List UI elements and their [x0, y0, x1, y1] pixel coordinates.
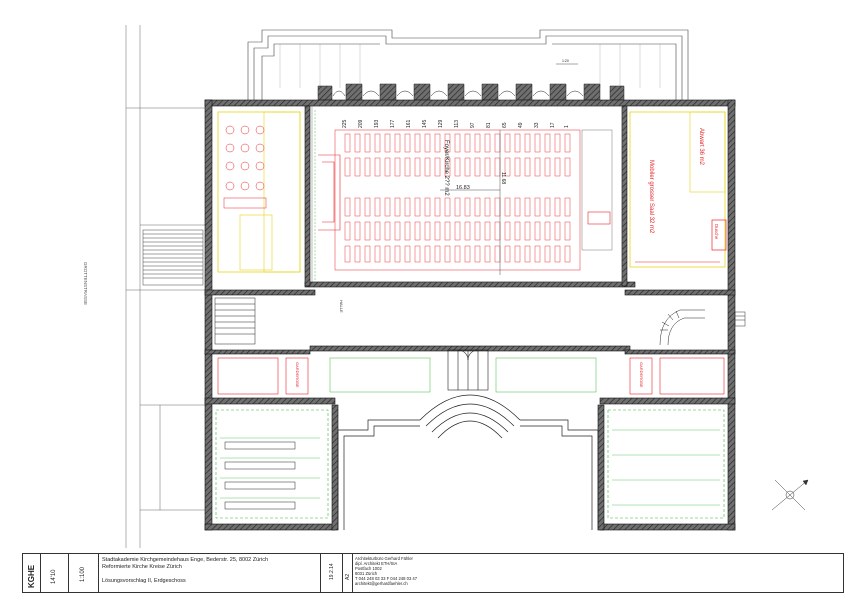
cloak-counters: [329, 357, 597, 393]
cloakrooms: [217, 357, 725, 395]
row-label: 1: [564, 125, 570, 128]
row-label: 209: [358, 119, 364, 128]
row-label: 113: [454, 120, 460, 128]
left-lower-wing: [215, 409, 329, 519]
seat-grid: [344, 133, 571, 263]
dusche-label: Dusche: [714, 224, 719, 240]
left-wing-kitchen: [217, 110, 341, 280]
right-wing-rooms: Abwart 36 m2 Mobiler grosser Saal 32 m2 …: [629, 111, 727, 268]
format-cell: A2: [343, 554, 353, 592]
architect-cell: Architekturbüro Gerhard Fähler dipl. Arc…: [353, 554, 423, 592]
window-arcs: [332, 90, 584, 97]
garderobe-left-label: GARDEROBE: [295, 362, 300, 388]
drawing-title: Lösungsvorschlag II, Erdgeschoss: [102, 578, 186, 584]
left-stair: [142, 229, 204, 286]
terrace-outline: [247, 29, 689, 100]
right-lower-wing: [607, 409, 725, 519]
outer-walls: [204, 99, 736, 531]
foyer-label: Foyer/Kirche 2?? m2: [443, 140, 449, 196]
architect-line: dipl. Architekt ETH/SIA: [355, 561, 398, 566]
architect-line: T 044 248 03 33 F 044 248 03 47: [355, 576, 418, 581]
scale-mark: 1:20: [562, 59, 569, 63]
project-code: KGHE: [27, 564, 36, 588]
date: 19.2.14: [329, 563, 335, 580]
abwart-label: Abwart 36 m2: [698, 128, 704, 166]
garderobe-right-label: GARDEROBE: [639, 362, 644, 388]
interior-stair: [214, 297, 256, 345]
row-label: 161: [406, 119, 412, 128]
title-block: KGHE 14'10 1:100 Stadtakademie Kirchgeme…: [22, 553, 844, 593]
project-line1: Stadtakademie Kirchgemeindehaus Enge, Be…: [102, 557, 269, 563]
courtyard: [337, 394, 599, 530]
street-label: GROTTENSTRASSE: [83, 262, 88, 305]
site-context: [125, 25, 205, 548]
buttresses: [317, 83, 625, 101]
date-cell: 19.2.14: [321, 554, 343, 592]
row-label: 193: [374, 119, 380, 128]
row-label: 145: [422, 119, 428, 128]
row-label: 17: [550, 122, 556, 128]
format: A2: [345, 573, 351, 580]
row-label: 129: [438, 119, 444, 128]
entrance: [447, 349, 489, 391]
row-label: 65: [502, 122, 508, 128]
sheet-cell: 14'10: [41, 554, 69, 592]
project-line2: Reformierte Kirche Kreise Zürich: [102, 564, 182, 570]
architect-line: 8031 Zürich: [355, 571, 378, 576]
seat-row-labels: 225 209 193 177 161 145 129 113 97 81 65…: [342, 119, 570, 128]
right-steps: [734, 311, 746, 327]
scale-dim: 1:20: [556, 59, 578, 65]
code-cell: KGHE: [23, 554, 41, 592]
row-label: 33: [534, 122, 540, 128]
hall-width-dim: 16.83: [456, 185, 470, 191]
terrace-grid: [279, 44, 661, 88]
architect-line: architekt@gerhardfaehler.ch: [355, 581, 408, 586]
project-cell: Stadtakademie Kirchgemeindehaus Enge, Be…: [99, 554, 321, 592]
architect-line: Architekturbüro Gerhard Fähler: [355, 556, 413, 561]
row-label: 177: [390, 119, 396, 128]
church-hall: 225 209 193 177 161 145 129 113 97 81 65…: [311, 105, 623, 283]
halle-label: HALLE: [339, 300, 344, 313]
architect-line: Postfach 1002: [355, 566, 382, 571]
hall-depth-dim: 11.68: [500, 172, 506, 184]
scale: 1:100: [80, 566, 86, 582]
scale-cell: 1:100: [69, 554, 99, 592]
row-label: 97: [470, 122, 476, 128]
row-label: 225: [342, 119, 348, 128]
sheet-number: 14'10: [51, 569, 57, 585]
right-stair: [659, 309, 705, 346]
row-label: 49: [518, 122, 524, 128]
row-label: 81: [486, 122, 492, 128]
saal-label: Mobiler grosser Saal 32 m2: [648, 160, 654, 234]
north-arrow: [771, 479, 809, 511]
